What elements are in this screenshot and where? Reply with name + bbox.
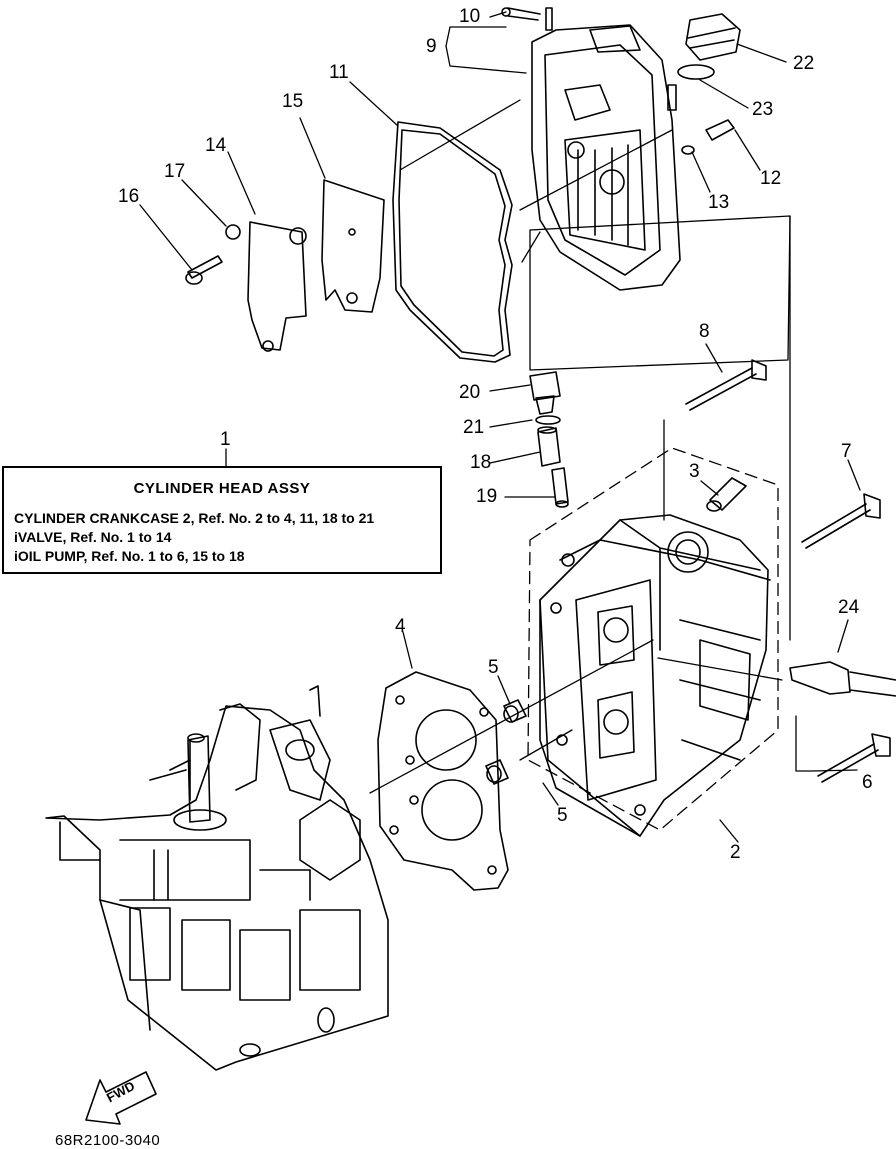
callout-4: 4 xyxy=(395,616,406,637)
callout-17: 17 xyxy=(164,161,186,182)
callout-11: 11 xyxy=(329,62,349,83)
plate-15 xyxy=(321,179,385,313)
callout-24: 24 xyxy=(838,597,860,618)
callout-7: 7 xyxy=(841,441,852,462)
callout-18: 18 xyxy=(470,452,492,473)
legend-line-oil-pump: iOIL PUMP, Ref. No. 1 to 6, 15 to 18 xyxy=(14,548,245,564)
callout-19: 19 xyxy=(476,486,498,507)
crankcase-block xyxy=(45,685,389,1071)
callout-1: 1 xyxy=(220,429,231,450)
cylinder-head-dashed-outline xyxy=(527,447,779,831)
bolt-6 xyxy=(817,733,891,783)
pin-3 xyxy=(706,477,747,512)
callout-15: 15 xyxy=(282,91,304,112)
spark-plug xyxy=(789,661,896,697)
sleeve-18 xyxy=(537,426,561,467)
oring-21 xyxy=(535,415,561,425)
head-cover xyxy=(501,7,681,291)
callout-9: 9 xyxy=(426,36,437,57)
bolt-12 xyxy=(681,119,735,155)
callout-8: 8 xyxy=(699,321,710,342)
callout-5-upper: 5 xyxy=(488,657,499,678)
callout-2: 2 xyxy=(730,842,741,863)
projection-lines xyxy=(369,99,791,794)
leader-lines xyxy=(139,11,861,843)
legend-title: CYLINDER HEAD ASSY xyxy=(133,480,311,497)
cover-gasket xyxy=(392,121,513,363)
plate-14 xyxy=(247,221,307,352)
fwd-arrow xyxy=(85,1071,157,1125)
screw-16 xyxy=(185,224,241,285)
legend-line-crankcase: CYLINDER CRANKCASE 2, Ref. No. 2 to 4, 1… xyxy=(14,510,375,526)
dowel-5-lower xyxy=(485,759,509,785)
bolt-7 xyxy=(801,493,881,549)
part-code: 68R2100-3040 xyxy=(55,1132,161,1149)
plug-20 xyxy=(529,371,561,415)
callout-14: 14 xyxy=(205,135,227,156)
callout-6: 6 xyxy=(862,772,873,793)
oil-filler-cap xyxy=(677,13,741,80)
dowel-5-upper xyxy=(503,699,527,723)
callout-12: 12 xyxy=(760,168,782,189)
callout-21: 21 xyxy=(463,417,485,438)
callout-20: 20 xyxy=(459,382,481,403)
callout-5-lower: 5 xyxy=(557,805,568,826)
bolt-19 xyxy=(551,467,569,508)
callout-3: 3 xyxy=(689,461,700,482)
cylinder-head xyxy=(539,514,771,837)
head-gasket xyxy=(377,671,509,891)
callout-22: 22 xyxy=(793,53,815,74)
callout-10: 10 xyxy=(459,6,481,27)
assembly-legend-box: CYLINDER HEAD ASSY CYLINDER CRANKCASE 2,… xyxy=(2,466,442,574)
legend-line-valve: iVALVE, Ref. No. 1 to 14 xyxy=(14,529,172,545)
bolt-8 xyxy=(685,359,767,411)
callout-23: 23 xyxy=(752,99,774,120)
callout-13: 13 xyxy=(708,192,730,213)
callout-16: 16 xyxy=(118,186,140,207)
